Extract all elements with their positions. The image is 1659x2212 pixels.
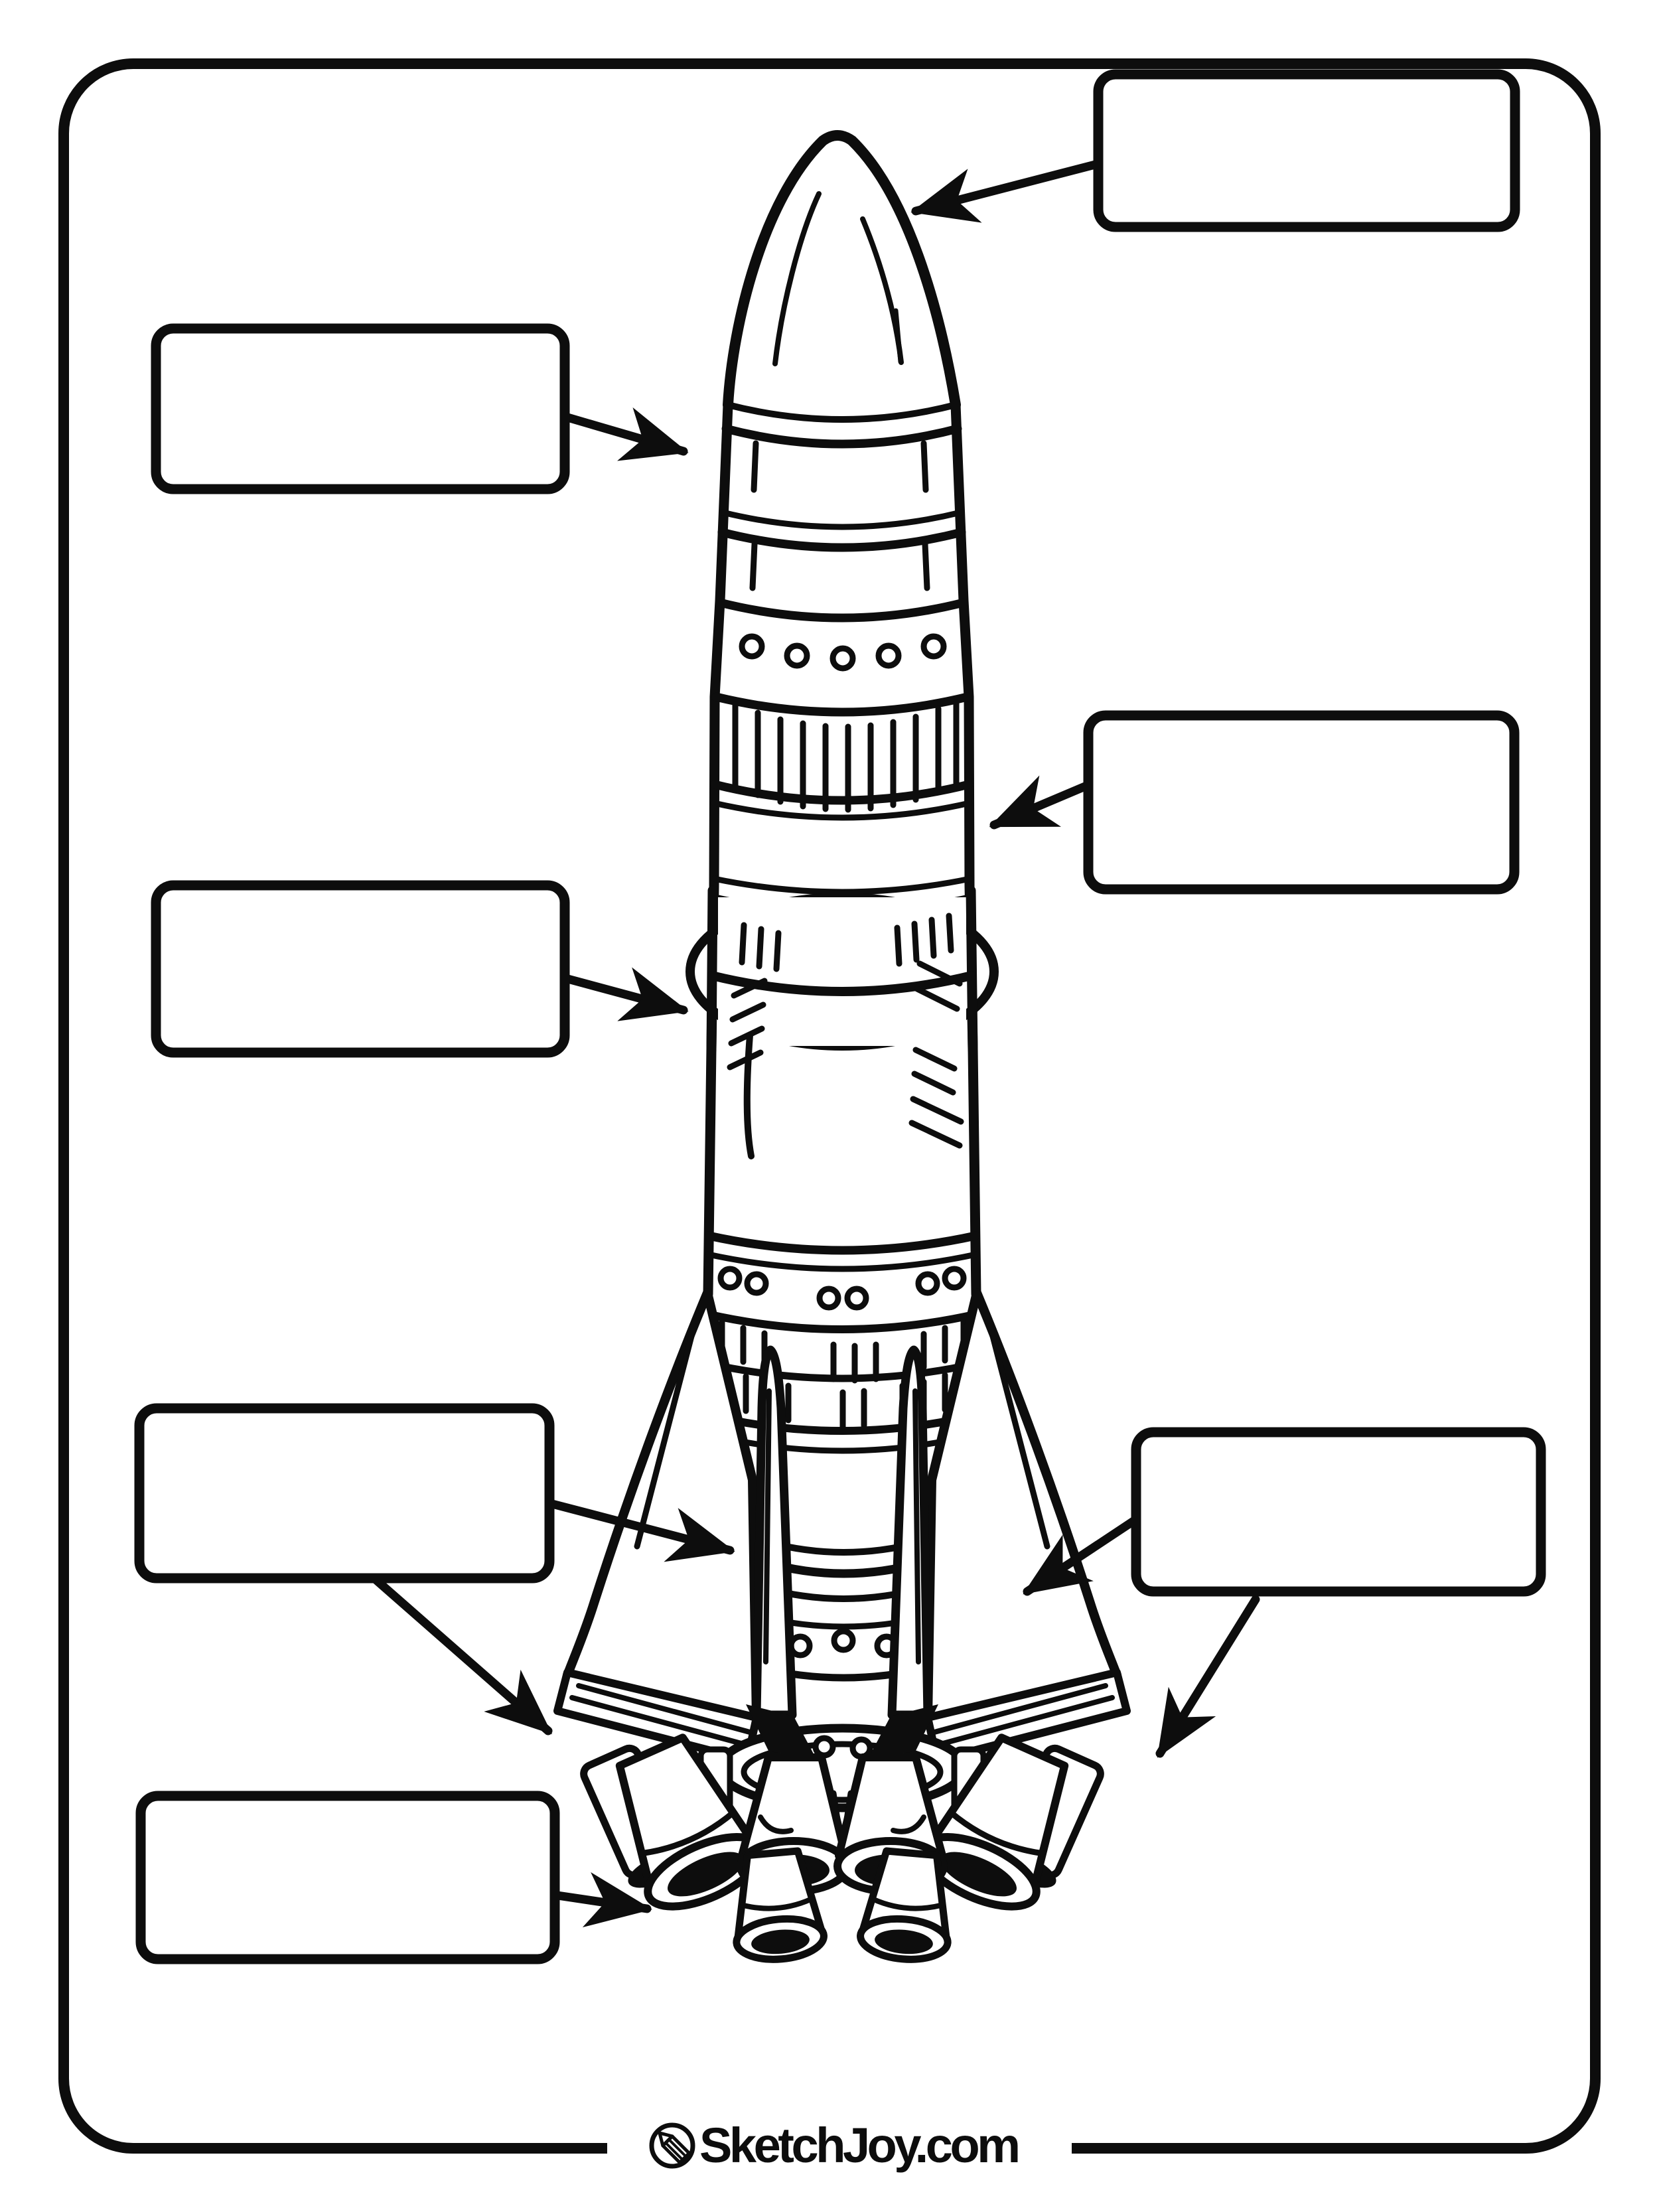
label-box-fin-left[interactable] — [134, 1403, 555, 1584]
nozzle-lower-right — [857, 1847, 952, 1963]
nozzle-lower-left — [733, 1847, 828, 1963]
arrow-mid-body-right — [989, 775, 1094, 830]
band-line — [710, 780, 974, 805]
collar-ring — [685, 875, 999, 1055]
label-box-nose-cone[interactable] — [1093, 69, 1520, 232]
rivet-band-upper — [711, 598, 972, 717]
label-box-engines[interactable] — [135, 1791, 560, 1964]
footer-logo: SketchJoy.com — [607, 2118, 1072, 2175]
corrugated-band-lower — [703, 1319, 981, 1454]
main-body-details — [727, 960, 964, 1159]
arrow-fin-right-b — [1155, 1595, 1260, 1758]
nose-cone — [721, 130, 962, 449]
upper-stage — [717, 440, 966, 591]
fin-foot-left — [746, 1704, 818, 1761]
rivet-band-lower — [703, 1231, 981, 1333]
rocket-illustration — [553, 130, 1131, 1963]
label-box-mid-body-right[interactable] — [1083, 710, 1520, 895]
arrow-fin-right-a — [1023, 1514, 1142, 1596]
label-box-mid-body-left[interactable] — [151, 880, 570, 1058]
fin-foot-right — [867, 1704, 938, 1761]
label-boxes — [134, 69, 1546, 1964]
hull-right-edge — [950, 400, 981, 1299]
band-line — [711, 800, 973, 821]
arrow-fin-left-b — [371, 1575, 553, 1735]
hull-left-edge — [703, 400, 733, 1299]
corrugated-band-upper — [732, 699, 960, 813]
arrow-upper-body — [561, 407, 689, 461]
fin-left — [553, 1288, 761, 1764]
fin-right — [923, 1288, 1131, 1764]
label-box-upper-body-left[interactable] — [151, 323, 570, 494]
arrow-mid-body-left — [561, 967, 689, 1021]
logo-text: SketchJoy.com — [699, 2118, 1019, 2173]
nozzle-outer-right — [918, 1733, 1069, 1911]
arrow-nose-cone — [910, 159, 1105, 223]
label-box-fin-right[interactable] — [1131, 1427, 1546, 1597]
front-fin-left — [752, 1345, 797, 1720]
arrow-engines — [553, 1872, 652, 1928]
pencil-icon — [649, 2122, 695, 2169]
front-fin-right — [887, 1345, 932, 1720]
arrow-fin-left-a — [547, 1499, 735, 1562]
label-arrows — [371, 159, 1260, 1928]
